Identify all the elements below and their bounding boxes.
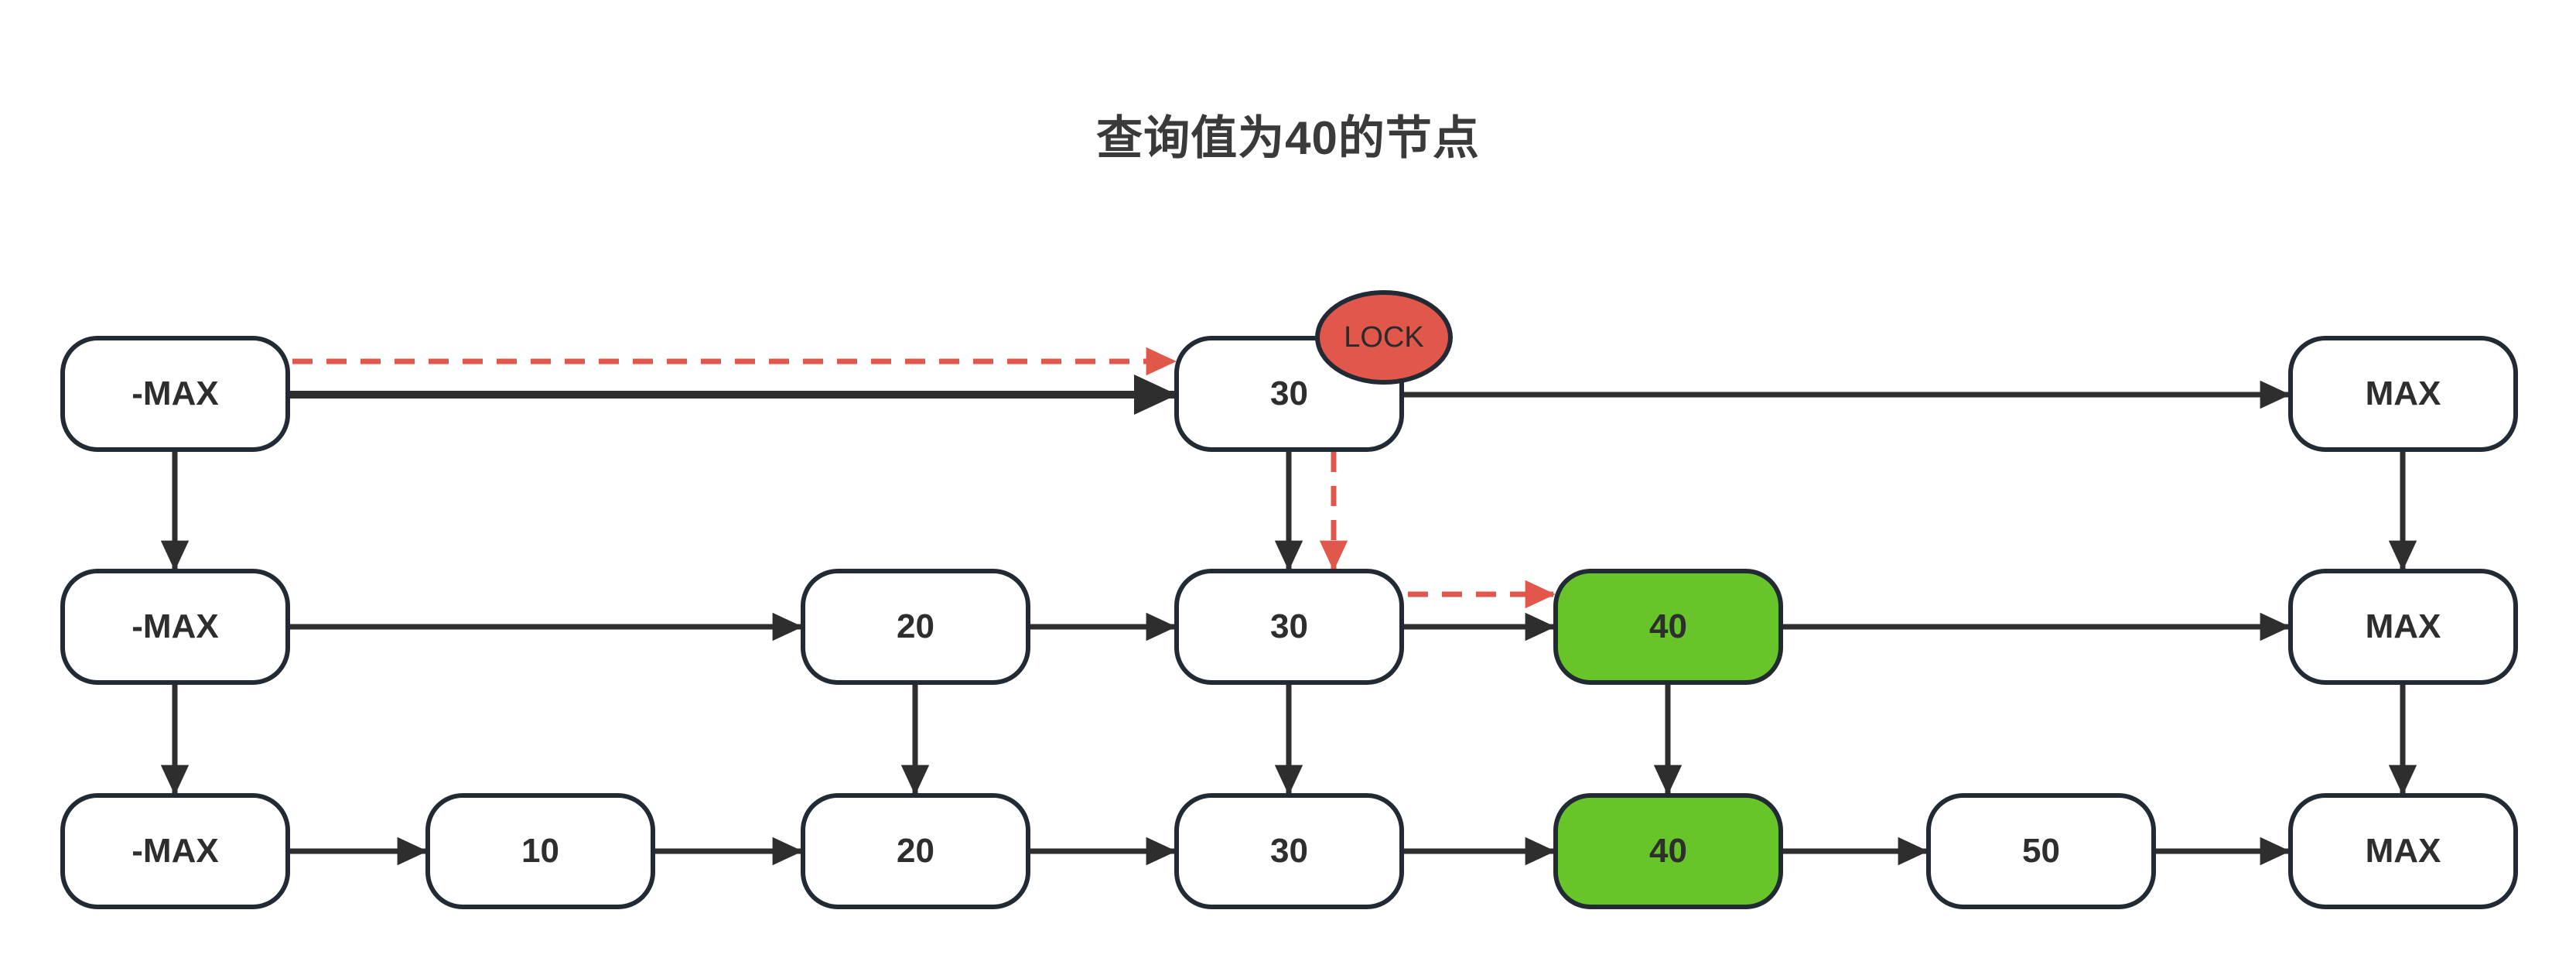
skiplist-node-L2-50[interactable]: 50 — [1926, 793, 2156, 909]
skiplist-node-L1-30[interactable]: 30 — [1174, 569, 1404, 685]
page-title: 查询值为40的节点 — [1096, 112, 1480, 164]
skiplist-node-L2-max[interactable]: MAX — [2288, 793, 2518, 909]
forward-pointer-edges — [290, 375, 2291, 866]
skiplist-node-L1-20[interactable]: 20 — [801, 569, 1030, 685]
skiplist-node-L0-negmax[interactable]: -MAX — [60, 336, 290, 452]
skiplist-node-L0-30[interactable]: 30 — [1174, 336, 1404, 452]
skiplist-node-L1-negmax[interactable]: -MAX — [60, 569, 290, 685]
skiplist-node-L2-10[interactable]: 10 — [425, 793, 655, 909]
skiplist-node-L2-30[interactable]: 30 — [1174, 793, 1404, 909]
skiplist-node-L2-negmax[interactable]: -MAX — [60, 793, 290, 909]
lock-badge: LOCK — [1315, 290, 1453, 385]
skiplist-node-L2-40[interactable]: 40 — [1553, 793, 1783, 909]
search-path-edges — [292, 347, 1556, 609]
skiplist-node-L1-max[interactable]: MAX — [2288, 569, 2518, 685]
skiplist-node-L1-40[interactable]: 40 — [1553, 569, 1783, 685]
skiplist-node-L2-20[interactable]: 20 — [801, 793, 1030, 909]
skiplist-node-L0-max[interactable]: MAX — [2288, 336, 2518, 452]
down-pointer-edges — [160, 452, 2417, 795]
